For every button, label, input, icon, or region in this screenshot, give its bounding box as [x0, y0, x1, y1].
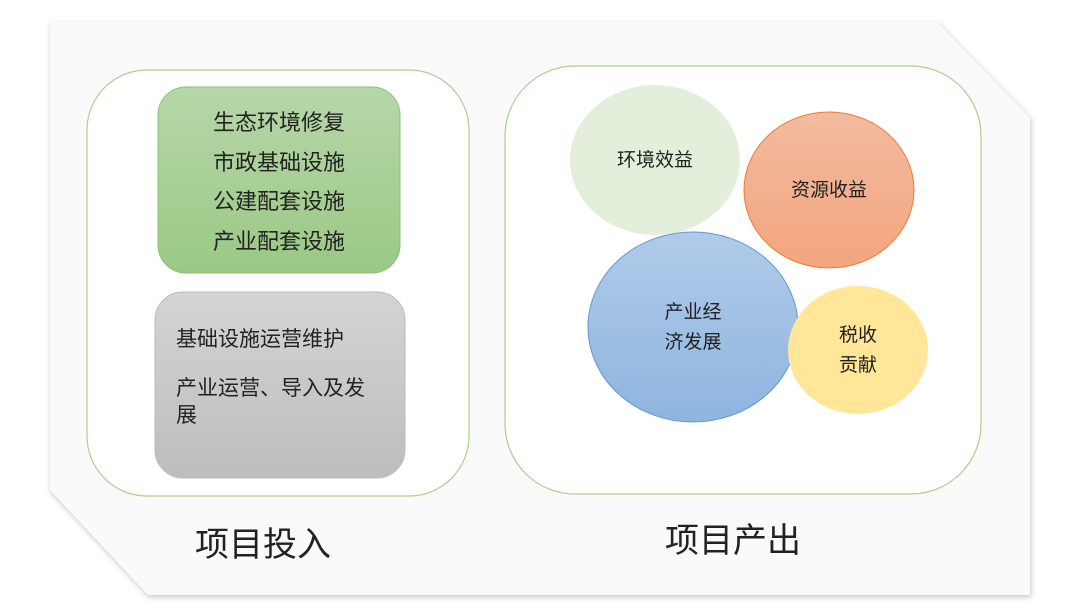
construction-item: 生态环境修复 [212, 111, 345, 136]
operation-list: 基础设施运营维护 产业运营、导入及发展 [176, 326, 396, 429]
construction-list: 生态环境修复 市政基础设施 公建配套设施 产业配套设施 [160, 104, 398, 262]
operation-item: 基础设施运营维护 [176, 327, 344, 351]
bubble-resource [743, 111, 915, 269]
label-industry: 产业经 济发展 [664, 301, 722, 353]
label-resource: 资源收益 [790, 179, 867, 201]
construction-item: 产业配套设施 [212, 229, 345, 255]
construction-item: 公建配套设施 [212, 190, 345, 215]
label-tax: 税收 贡献 [838, 324, 877, 376]
label-environment: 环境效益 [616, 149, 693, 171]
operation-box [154, 291, 406, 479]
inputs-title: 项目投入 [195, 525, 331, 565]
bubble-environment [570, 85, 740, 235]
outputs-title: 项目产出 [665, 521, 801, 561]
operation-item: 产业运营、导入及发展 [176, 376, 365, 427]
construction-box [157, 86, 401, 274]
bubble-tax [788, 286, 928, 414]
construction-item: 市政基础设施 [212, 150, 345, 176]
